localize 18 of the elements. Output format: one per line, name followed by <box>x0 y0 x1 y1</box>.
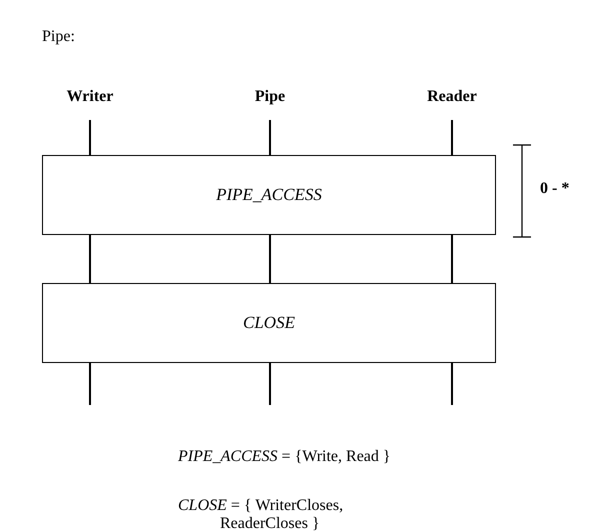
definition-text: PIPE_ACCESS = {Write, Read } <box>178 448 392 466</box>
lifeline <box>269 235 271 283</box>
lifeline <box>269 362 271 405</box>
lifeline-header: Writer <box>66 88 114 106</box>
lifeline-header: Reader <box>426 88 478 106</box>
repetition-label: 0 - * <box>540 180 570 198</box>
process-box: PIPE_ACCESS <box>42 155 496 235</box>
lifeline <box>89 362 91 405</box>
lifeline <box>451 120 453 155</box>
process-box: CLOSE <box>42 283 496 363</box>
lifeline <box>451 235 453 283</box>
lifeline-header: Pipe <box>254 88 286 106</box>
lifeline <box>89 235 91 283</box>
lifeline <box>451 362 453 405</box>
diagram-title: Pipe: <box>42 28 75 46</box>
lifeline <box>89 120 91 155</box>
lifeline <box>269 120 271 155</box>
definition-text: CLOSE = { WriterCloses, ReaderCloses } <box>178 497 344 531</box>
